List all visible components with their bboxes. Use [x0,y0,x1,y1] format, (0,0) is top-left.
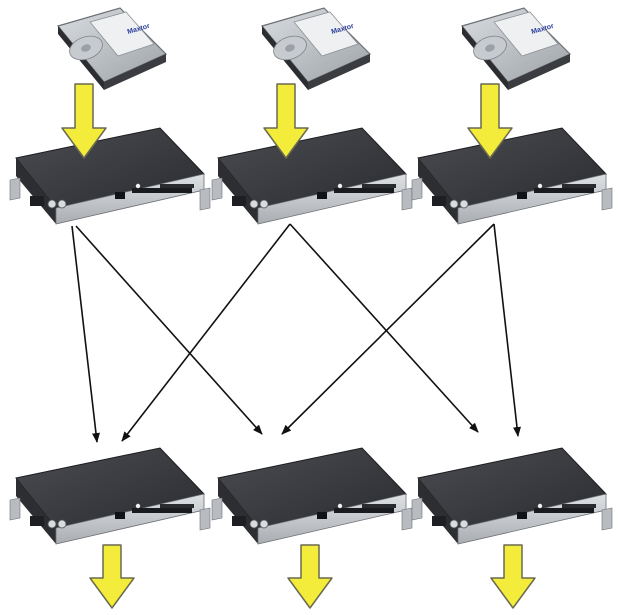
shuffle-arrow [289,223,479,433]
disks-layer: Maxtor Maxtor Maxtor [56,7,572,90]
output-arrow [89,544,135,609]
output-arrow [490,544,536,609]
top-server-2 [211,127,413,225]
yellow-arrows-front-layer [61,83,513,159]
shuffle-arrow [121,223,291,442]
top-server-1 [9,127,211,225]
bottom-server-2 [211,447,413,545]
input-arrow [467,83,513,159]
bottom-server-1 [9,447,211,545]
servers-layer [9,127,613,545]
input-arrow [61,83,107,159]
shuffle-arrow [281,223,495,435]
shuffle-arrow [75,225,263,435]
hard-disk-icon: Maxtor [260,7,372,90]
shuffle-edges-layer [71,223,521,443]
shuffle-arrow [493,223,521,437]
shuffle-arrow [71,225,100,443]
bottom-server-3 [411,447,613,545]
input-arrow [263,83,309,159]
output-arrow [287,544,333,609]
hard-disk-icon: Maxtor [56,7,168,90]
yellow-arrows-layer [89,544,536,609]
hard-disk-icon: Maxtor [460,7,572,90]
top-server-3 [411,127,613,225]
